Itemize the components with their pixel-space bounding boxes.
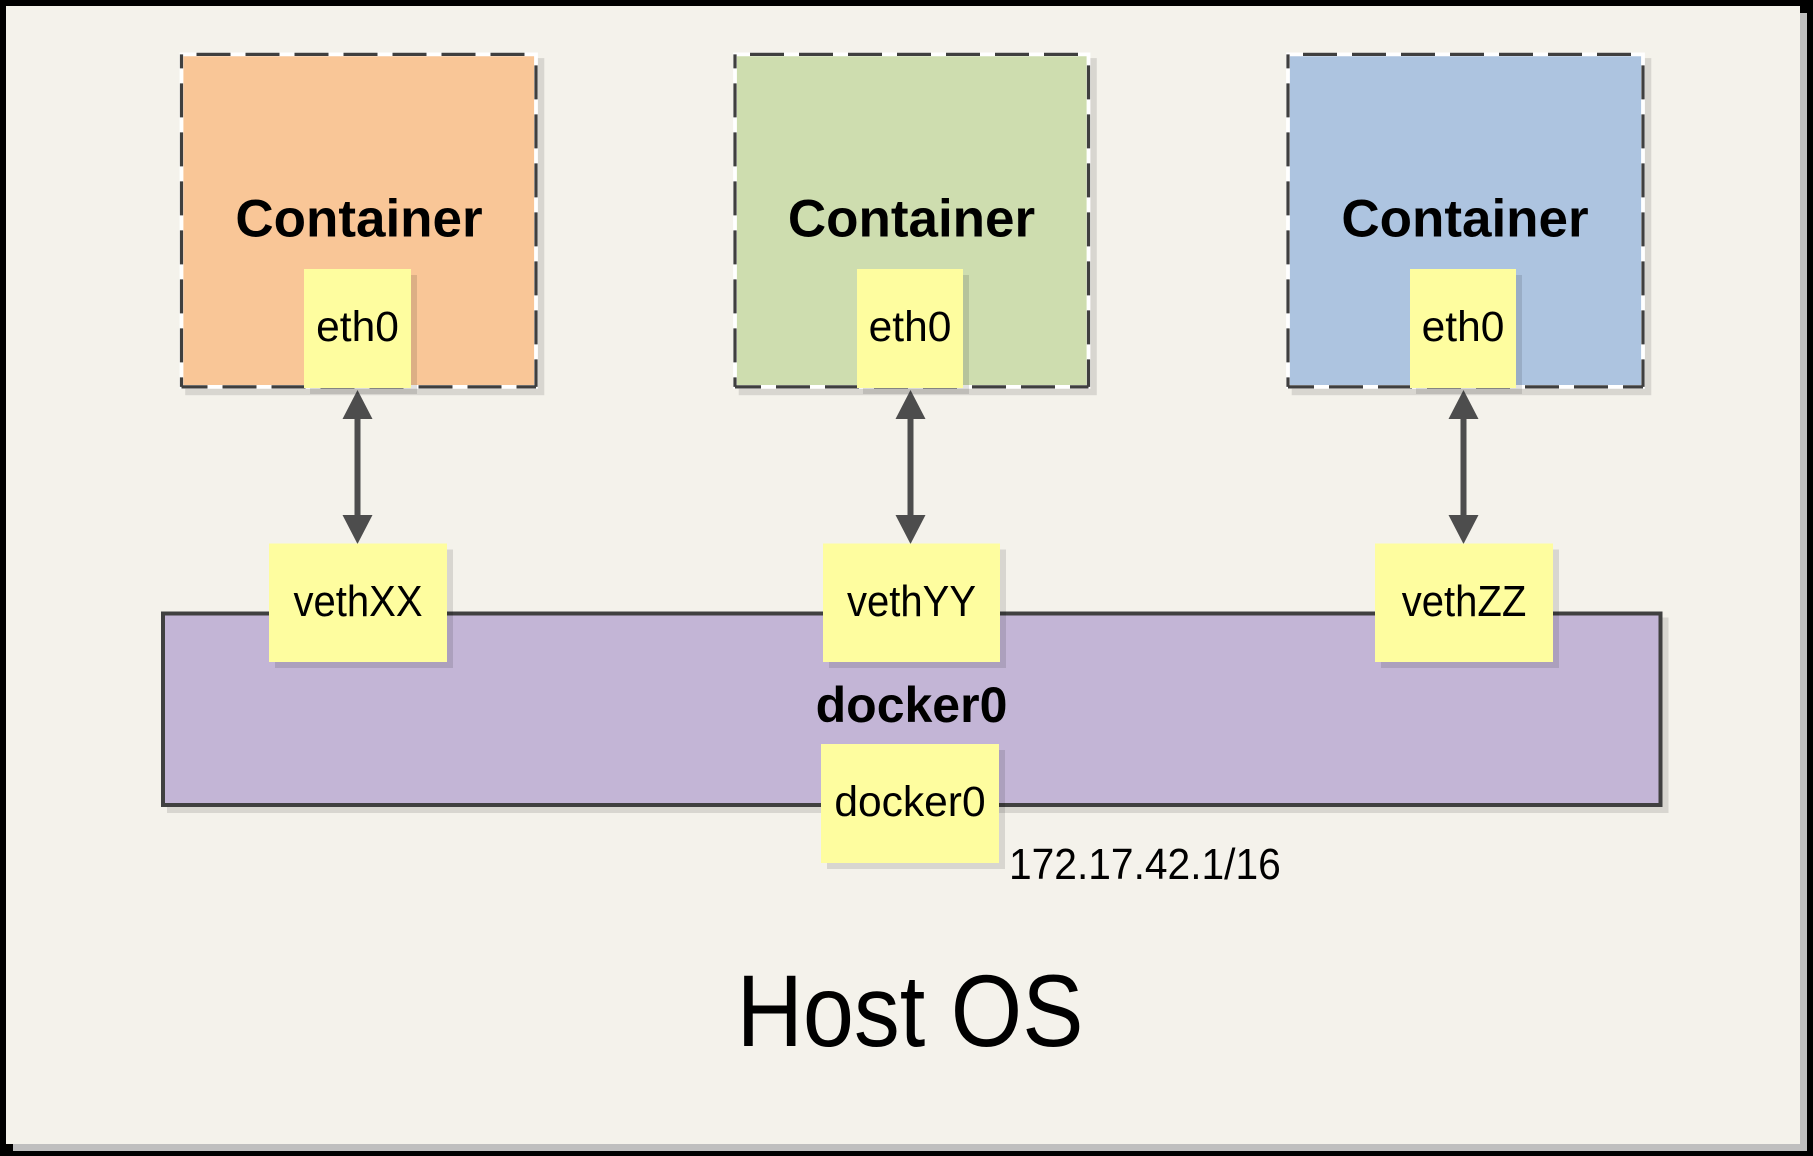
svg-text:docker0: docker0	[816, 677, 1008, 733]
svg-text:eth0: eth0	[1422, 304, 1505, 351]
svg-text:Container: Container	[235, 190, 482, 249]
svg-text:eth0: eth0	[316, 304, 399, 351]
svg-text:vethZZ: vethZZ	[1402, 576, 1527, 625]
svg-text:vethYY: vethYY	[847, 576, 976, 625]
svg-text:Container: Container	[788, 190, 1035, 249]
svg-text:docker0: docker0	[834, 779, 985, 826]
svg-text:Host OS: Host OS	[737, 953, 1084, 1068]
svg-text:vethXX: vethXX	[293, 576, 422, 625]
svg-text:Container: Container	[1341, 190, 1588, 249]
svg-text:172.17.42.1/16: 172.17.42.1/16	[1009, 840, 1281, 889]
svg-text:eth0: eth0	[869, 304, 952, 351]
